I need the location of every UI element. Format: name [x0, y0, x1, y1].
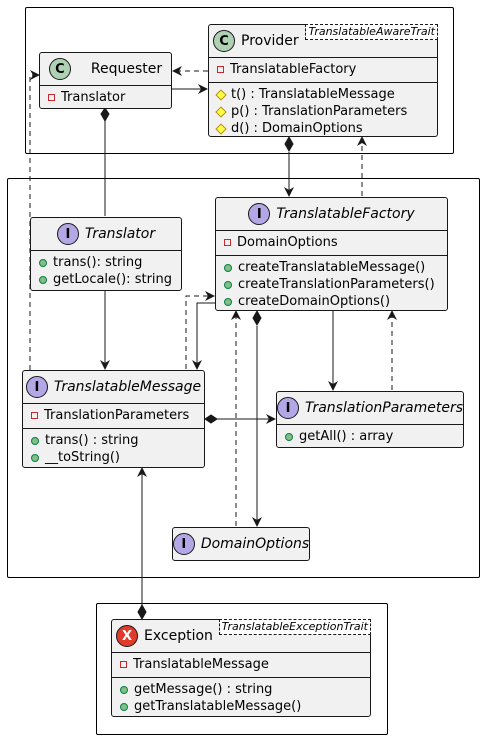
- interface-icon: I: [25, 376, 48, 398]
- interface-icon: I: [172, 533, 195, 555]
- provider-class[interactable]: TranslatableAwareTrait C Provider Transl…: [208, 24, 438, 137]
- public-icon: [285, 432, 293, 441]
- private-icon: [31, 412, 38, 419]
- exception-field: TranslatableMessage: [133, 657, 269, 672]
- factory-method: createTranslationParameters(): [238, 277, 435, 292]
- translatable-message-interface[interactable]: I TranslatableMessage TranslationParamet…: [22, 370, 205, 468]
- public-icon: [224, 280, 232, 289]
- translator-interface[interactable]: I Translator trans(): string getLocale()…: [30, 217, 182, 291]
- message-method: trans() : string: [45, 433, 139, 448]
- exception-class[interactable]: TranslatableExceptionTrait X Exception T…: [111, 619, 371, 717]
- composition-diamond-requester: [100, 107, 110, 123]
- public-icon: [39, 275, 47, 284]
- private-icon: [224, 239, 231, 246]
- private-icon: [48, 94, 55, 101]
- requester-name: Requester: [90, 61, 163, 77]
- domain-name: DomainOptions: [200, 536, 310, 552]
- params-method: getAll() : array: [299, 429, 394, 444]
- public-icon: [224, 297, 232, 306]
- translator-method: getLocale(): string: [53, 272, 173, 287]
- public-icon: [120, 702, 128, 711]
- exception-name: Exception: [144, 628, 213, 644]
- private-icon: [217, 66, 224, 73]
- public-icon: [224, 263, 232, 272]
- provider-trait-label: TranslatableAwareTrait: [305, 24, 438, 40]
- provider-field: TranslatableFactory: [230, 62, 357, 77]
- package-top: [25, 7, 454, 154]
- factory-method: createTranslatableMessage(): [238, 260, 426, 275]
- package-bottom: [96, 603, 388, 735]
- interface-icon: I: [277, 397, 299, 419]
- translation-parameters-interface[interactable]: I TranslationParameters getAll() : array: [276, 391, 464, 448]
- factory-name: TranslatableFactory: [276, 206, 415, 222]
- message-name: TranslatableMessage: [53, 379, 202, 395]
- composition-diamond-exception: [137, 603, 147, 621]
- translator-name: Translator: [84, 226, 156, 242]
- composition-diamond-provider: [284, 135, 294, 153]
- params-name: TranslationParameters: [305, 400, 464, 416]
- exception-method: getMessage() : string: [134, 682, 273, 697]
- provider-name: Provider: [241, 33, 299, 49]
- public-icon: [31, 436, 39, 445]
- protected-icon: [215, 122, 227, 135]
- protected-icon: [215, 105, 227, 118]
- provider-method: p() : TranslationParameters: [231, 104, 408, 119]
- protected-icon: [215, 88, 227, 101]
- message-requester-dependency: [29, 70, 40, 370]
- composition-diamond-factory: [252, 309, 262, 327]
- message-method: __toString(): [45, 450, 120, 465]
- translator-method: trans(): string: [53, 255, 143, 270]
- factory-message-association: [192, 302, 215, 370]
- public-icon: [39, 258, 47, 267]
- composition-diamond-message: [204, 414, 218, 424]
- interface-icon: I: [56, 223, 79, 245]
- public-icon: [31, 453, 39, 462]
- exception-icon: X: [116, 625, 138, 647]
- package-middle: [7, 178, 480, 578]
- provider-method: t() : TranslatableMessage: [231, 87, 395, 102]
- interface-icon: I: [248, 203, 271, 225]
- requester-field: Translator: [61, 90, 126, 105]
- class-icon: C: [48, 58, 71, 80]
- requester-class[interactable]: C Requester Translator: [39, 52, 172, 109]
- factory-field: DomainOptions: [237, 235, 338, 250]
- domain-options-interface[interactable]: I DomainOptions: [172, 527, 310, 561]
- factory-method: createDomainOptions(): [238, 294, 391, 309]
- private-icon: [120, 661, 127, 668]
- message-factory-dependency: [185, 291, 215, 369]
- exception-trait-label: TranslatableExceptionTrait: [218, 619, 371, 635]
- class-icon: C: [213, 30, 235, 52]
- public-icon: [120, 685, 128, 694]
- message-field: TranslationParameters: [44, 408, 190, 423]
- translatable-factory-interface[interactable]: I TranslatableFactory DomainOptions crea…: [215, 197, 448, 311]
- provider-method: d() : DomainOptions: [231, 121, 363, 136]
- exception-method: getTranslatableMessage(): [134, 699, 302, 714]
